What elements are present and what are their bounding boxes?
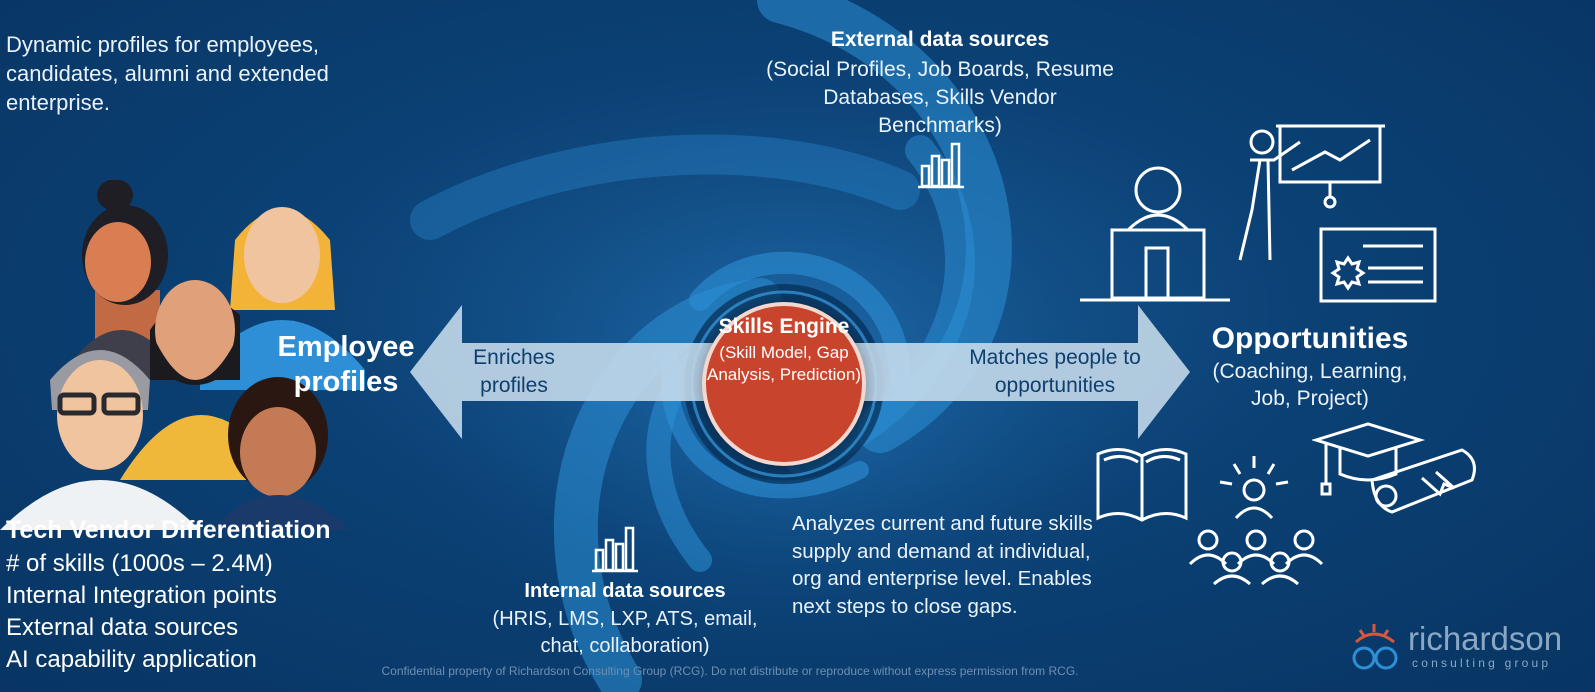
internal-sources-title: Internal data sources (524, 580, 726, 602)
group-icon (1188, 529, 1324, 586)
external-sources-title: External data sources (830, 28, 1050, 51)
idea-person-icon (1219, 456, 1289, 520)
tech-vendor-item: Internal Integration points (6, 582, 277, 609)
confidential-footer: Confidential property of Richardson Cons… (381, 664, 1079, 678)
logo-mark-icon (1352, 624, 1398, 670)
computer-user-icon (1080, 166, 1230, 302)
book-icon (1096, 448, 1188, 522)
rcg-logo: richardson consulting group (1350, 620, 1585, 674)
intro-text: Dynamic profiles for employees, candidat… (6, 32, 329, 115)
presenter-icon (1238, 124, 1385, 261)
external-sources-body: (Social Profiles, Job Boards, Resume Dat… (766, 58, 1114, 137)
bar-chart-icon (918, 142, 964, 189)
tech-vendor-item: External data sources (6, 614, 239, 641)
employee-profiles-label: Employee profiles (277, 331, 415, 398)
opportunities-body: (Coaching, Learning, Job, Project) (1212, 360, 1408, 410)
matches-label: Matches people to opportunities (969, 346, 1141, 397)
people-illustration-icon (0, 180, 365, 530)
analyzes-text: Analyzes current and future skills suppl… (792, 512, 1093, 618)
opportunities-title: Opportunities (1211, 322, 1409, 355)
logo-subtitle: consulting group (1412, 656, 1552, 670)
internal-sources-body: (HRIS, LMS, LXP, ATS, email, chat, colla… (492, 608, 758, 657)
graduation-cap-icon (1312, 422, 1476, 514)
logo-wordmark: richardson (1408, 620, 1563, 657)
skills-engine-body: (Skill Model, Gap Analysis, Prediction) (706, 343, 861, 384)
bar-chart-icon (592, 526, 638, 573)
tech-vendor-item: AI capability application (6, 646, 257, 673)
tech-vendor-list: # of skills (1000s – 2.4M) Internal Inte… (6, 548, 426, 676)
enriches-label: Enriches profiles (473, 346, 555, 397)
skills-engine-title: Skills Engine (718, 315, 850, 338)
tech-vendor-title: Tech Vendor Differentiation (6, 516, 331, 544)
certificate-icon (1319, 227, 1437, 303)
skills-engine-circle: Skills Engine (Skill Model, Gap Analysis… (706, 306, 862, 462)
tech-vendor-item: # of skills (1000s – 2.4M) (6, 550, 273, 577)
